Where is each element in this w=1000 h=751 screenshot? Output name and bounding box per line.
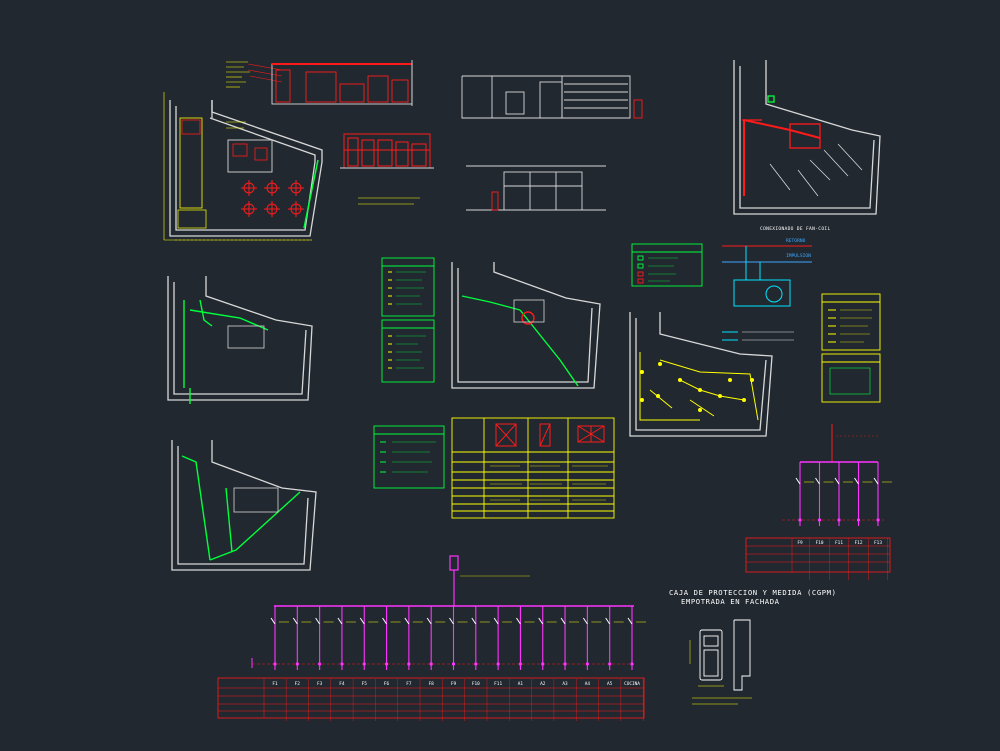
feeder-node [608, 662, 612, 666]
circuit-label: A3 [562, 681, 568, 687]
breaker-symbol [337, 617, 343, 625]
main-panel-feeders [270, 606, 646, 670]
floor-plan-data [171, 440, 317, 571]
legend-notes-topleft [226, 61, 283, 129]
sub-panel-feeders [795, 462, 892, 526]
feeder-node [837, 518, 841, 522]
circuit-label: F12 [855, 540, 863, 546]
breaker-symbol [315, 617, 321, 625]
feeder-node [318, 662, 322, 666]
breaker-symbol [538, 617, 544, 625]
circuit-label: F9 [451, 681, 457, 687]
restaurant-tables [241, 180, 304, 217]
breaker-symbol [426, 617, 432, 625]
breaker-symbol [449, 617, 454, 625]
circuit-label: F10 [472, 681, 480, 687]
circuit-label: F6 [384, 681, 390, 687]
floor-plan-fancoil [733, 60, 881, 215]
floor-plan-fire [451, 262, 601, 389]
main-panel-circuit-labels: F1 F2 F3 F4 F5 F6 F7 F8 F9 F10 F11 A1 A2 A3 A4 A5 COCINA [272, 679, 644, 721]
legend-box-fancoil [821, 293, 881, 403]
feeder-node [541, 662, 545, 666]
facade-elevation-upper [461, 75, 643, 119]
feeder-node [384, 662, 389, 666]
breaker-symbol [270, 617, 276, 625]
sub-panel-circuit-labels: F9 F10 F11 F12 F13 [797, 538, 888, 580]
circuit-label: F11 [494, 681, 502, 687]
legend-box-fire [373, 425, 445, 489]
circuit-label: F1 [272, 681, 278, 687]
circuit-label: F8 [429, 681, 435, 687]
fancoil-connection-detail [722, 245, 812, 341]
breaker-symbol [359, 617, 365, 625]
feeder-node [630, 662, 634, 666]
breaker-symbol [404, 617, 410, 625]
feeder-node [518, 662, 523, 666]
circuit-label: A2 [540, 681, 546, 687]
feeder-node [856, 518, 861, 522]
circuit-label: F13 [874, 540, 882, 546]
retorno-label: RETORNO [786, 239, 806, 244]
feeder-node [429, 662, 433, 666]
facade-elevation-lower [466, 165, 606, 211]
breaker-symbol [815, 477, 820, 485]
circuit-label: F7 [406, 681, 412, 687]
breaker-symbol [516, 617, 521, 625]
breaker-symbol [605, 617, 611, 625]
floor-plan-furnished [163, 92, 323, 241]
breaker-symbol [382, 617, 387, 625]
feeder-node [496, 662, 500, 666]
breaker-symbol [854, 477, 859, 485]
circuit-label: F3 [317, 681, 323, 687]
circuit-label: A1 [518, 681, 524, 687]
breaker-symbol [292, 617, 298, 625]
breaker-symbol [795, 477, 801, 485]
feeder-node [563, 662, 567, 666]
legend-box-green [631, 243, 703, 287]
legend-box-power [381, 257, 435, 383]
floor-plan-power [167, 276, 313, 404]
circuit-label: F5 [362, 681, 368, 687]
feeder-node [817, 518, 822, 522]
feeder-node [362, 662, 366, 666]
circuit-label: F9 [797, 540, 803, 546]
feeder-node [340, 662, 344, 666]
breaker-symbol [493, 617, 499, 625]
feeder-node [295, 662, 299, 666]
breaker-symbol [560, 617, 566, 625]
circuit-label: F10 [816, 540, 824, 546]
breaker-symbol [582, 617, 588, 625]
breaker-symbol [873, 477, 879, 485]
floor-plan-lighting [629, 312, 773, 437]
feeder-node [798, 518, 802, 522]
feeder-node [273, 662, 277, 666]
feeder-node [474, 662, 478, 666]
impulsion-label: IMPULSION [786, 254, 811, 259]
kitchen-section-elevation [271, 60, 413, 106]
breaker-symbol [834, 477, 840, 485]
circuit-label: F4 [339, 681, 345, 687]
cgpm-title: CAJA DE PROTECCION Y MEDIDA (CGPM) [669, 588, 837, 597]
circuit-label: A5 [607, 681, 613, 687]
cgpm-subtitle: EMPOTRADA EN FACHADA [681, 597, 780, 606]
feeder-node [585, 662, 589, 666]
circuit-label: F2 [295, 681, 301, 687]
spec-table [451, 417, 615, 519]
fancoil-title: CONEXIONADO DE FAN-COIL [760, 227, 831, 232]
circuit-label: A4 [585, 681, 591, 687]
feeder-node [407, 662, 411, 666]
bar-elevation [340, 133, 434, 205]
cgpm-detail [689, 619, 752, 705]
breaker-symbol [471, 617, 477, 625]
circuit-label: COCINA [624, 681, 640, 687]
circuit-label: F11 [835, 540, 843, 546]
breaker-symbol [627, 617, 633, 625]
feeder-node [451, 662, 456, 666]
feeder-node [876, 518, 880, 522]
